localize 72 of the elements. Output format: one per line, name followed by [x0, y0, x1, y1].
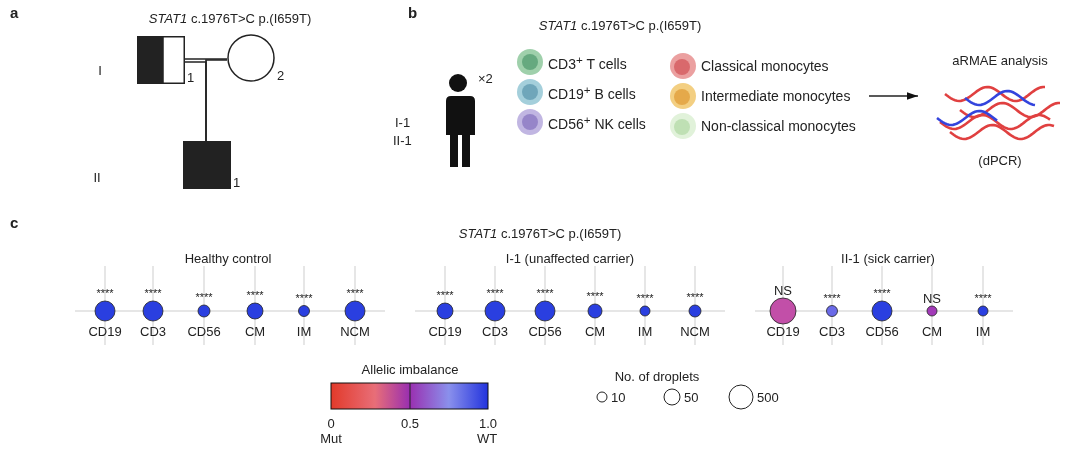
significance-label: ****: [586, 288, 604, 304]
category-label: CD3: [819, 323, 845, 339]
category-label: CD19: [766, 323, 800, 339]
cell-type-label: Non-classical monocytes: [701, 118, 856, 134]
cell-type-label: CD19$^{+}$ B cells: [548, 81, 636, 103]
category-label: CD19: [428, 323, 462, 339]
individual-label: I-1: [395, 114, 411, 130]
significance-label: ****: [974, 290, 992, 306]
category-label: CD56: [528, 323, 562, 339]
significance-label: NS: [773, 282, 793, 298]
category-label: IM: [296, 323, 312, 339]
category-label: CM: [921, 323, 943, 339]
arrow: [868, 92, 919, 100]
panel-letter: c: [10, 214, 19, 230]
category-label: CD56: [865, 323, 899, 339]
count-label: ×2: [478, 70, 493, 86]
category-label: IM: [975, 323, 991, 339]
category-label: NCM: [680, 323, 710, 339]
significance-label: ****: [686, 289, 704, 305]
colorbar-tick-label: 0: [327, 415, 335, 431]
panel-title: STAT1 c.1976T>C p.(I659T): [148, 10, 312, 26]
colorbar-tick-label: Mut: [320, 430, 342, 446]
significance-label: ****: [536, 285, 554, 301]
significance-label: ****: [823, 290, 841, 305]
category-label: CD56: [187, 323, 221, 339]
significance-label: NS: [922, 290, 942, 306]
legend-label: 10: [611, 389, 626, 405]
category-label: CD19: [88, 323, 122, 339]
individual-number: 2: [277, 68, 285, 83]
pedigree-line: [205, 59, 228, 142]
panel-letter: a: [10, 4, 19, 20]
significance-label: ****: [436, 287, 454, 303]
significance-label: ****: [486, 285, 504, 301]
legend-label: 50: [684, 389, 699, 405]
panel-title: STAT1 c.1976T>C p.(I659T): [538, 17, 702, 33]
cell-type-label: CD56$^{+}$ NK cells: [548, 111, 646, 133]
pedigree-line: [184, 58, 228, 60]
significance-label: ****: [873, 285, 891, 301]
legend-title: No. of droplets: [614, 368, 700, 384]
significance-label: ****: [144, 285, 162, 301]
group-title: I-1 (unaffected carrier): [505, 250, 635, 266]
colorbar-tick-label: WT: [476, 430, 498, 446]
group-title: II-1 (sick carrier): [841, 250, 935, 266]
individual-number: 1: [233, 175, 241, 190]
significance-label: ****: [636, 290, 654, 306]
cell-type-label: Intermediate monocytes: [701, 88, 851, 104]
significance-label: ****: [346, 285, 364, 301]
method-label: (dPCR): [978, 152, 1022, 168]
category-label: NCM: [340, 323, 370, 339]
analysis-title: aRMAE analysis: [952, 52, 1048, 68]
colorbar-tick-label: 0.5: [400, 415, 420, 431]
significance-label: ****: [246, 287, 264, 303]
generation-label: II: [93, 169, 101, 185]
individual-number: 1: [187, 70, 195, 85]
category-label: IM: [637, 323, 653, 339]
category-label: CM: [244, 323, 266, 339]
panel-letter: b: [408, 4, 418, 20]
group-title: Healthy control: [184, 250, 272, 266]
category-label: CD3: [140, 323, 166, 339]
significance-label: ****: [96, 285, 114, 301]
panel-title: STAT1 c.1976T>C p.(I659T): [458, 225, 622, 241]
cell-type-label: Classical monocytes: [701, 58, 829, 74]
significance-label: ****: [195, 289, 213, 305]
category-label: CD3: [482, 323, 508, 339]
legend-label: 500: [757, 389, 779, 405]
individual-label: II-1: [393, 132, 412, 148]
colorbar-tick-label: 1.0: [478, 415, 498, 431]
significance-label: ****: [295, 290, 313, 305]
generation-label: I: [98, 62, 102, 78]
category-label: CM: [584, 323, 606, 339]
legend-title: Allelic imbalance: [361, 361, 459, 377]
cell-type-label: CD3$^{+}$ T cells: [548, 51, 627, 73]
